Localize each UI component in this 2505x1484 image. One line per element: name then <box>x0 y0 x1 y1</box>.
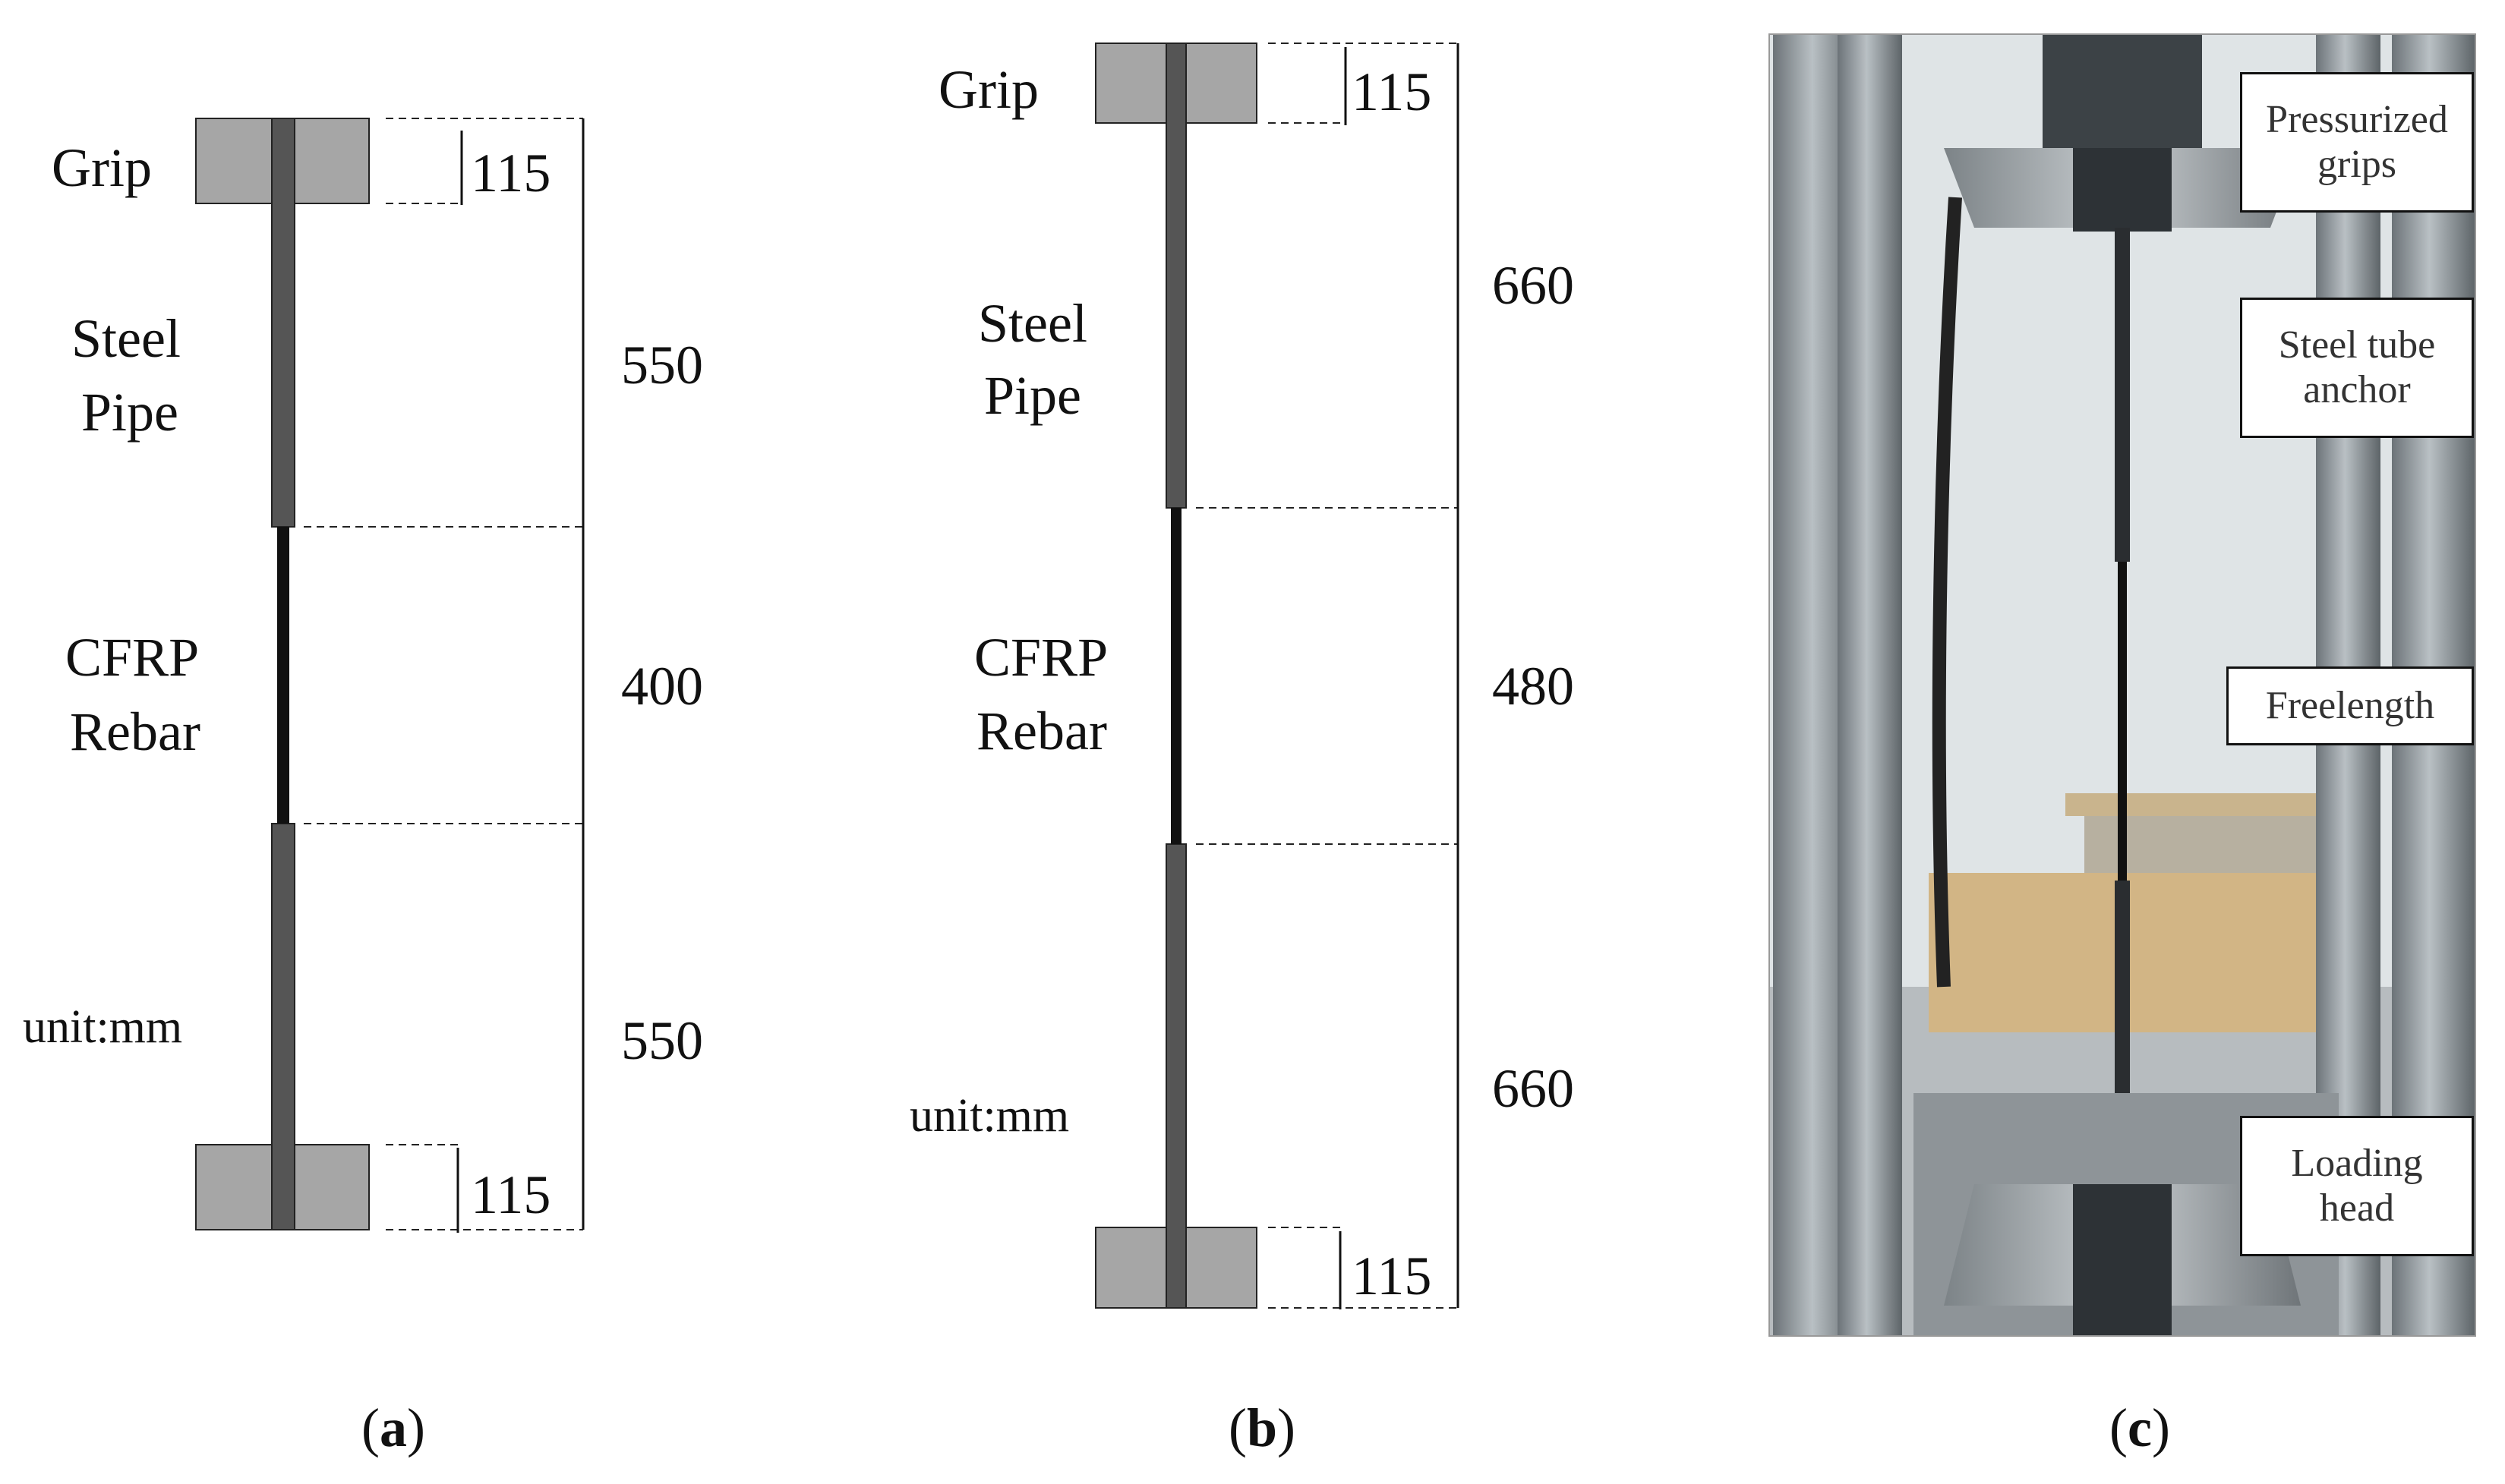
callout-pressurized-line2: grips <box>2317 142 2396 186</box>
callout-loading-line2: head <box>2319 1186 2395 1230</box>
callout-pressurized-line1: Pressurized <box>2266 98 2448 142</box>
photo-upper-wedge <box>2073 148 2172 232</box>
panel-b-dim-top-grip: 115 <box>1352 61 1431 122</box>
panel-a-dim-steel-top: 550 <box>621 335 703 395</box>
panel-a-steel-label-2: Pipe <box>81 382 178 443</box>
panel-b-dim-bottom-grip: 115 <box>1352 1246 1431 1306</box>
panel-b-steel-pipe-bottom <box>1166 843 1187 1309</box>
panel-a-unit-label: unit:mm <box>23 1001 182 1053</box>
panel-b-grip-label: Grip <box>939 59 1039 120</box>
panel-b-cfrp-rebar <box>1171 508 1182 844</box>
photo-border <box>1768 33 2476 1337</box>
panel-a-cfrp-label-2: Rebar <box>70 701 200 762</box>
panel-a-dim-top-grip: 115 <box>471 143 551 203</box>
panel-b-cfrp-label-1: CFRP <box>974 627 1108 688</box>
photo-upper-crosshead <box>2043 34 2202 148</box>
photo-lower-wedge <box>2073 1184 2172 1336</box>
panel-b-steel-label-1: Steel <box>978 293 1087 354</box>
panel-b-steel-pipe-top <box>1166 43 1187 509</box>
panel-b-dim-steel-top: 660 <box>1492 255 1574 316</box>
callout-freelength-text: Freelength <box>2265 683 2435 727</box>
photo-specimen-cfrp <box>2118 562 2127 881</box>
panel-a-steel-pipe-top <box>271 118 295 528</box>
photo-column-left-inner <box>1838 34 1902 1336</box>
panel-a-cfrp-rebar <box>277 527 289 824</box>
callout-loading-line1: Loading <box>2291 1142 2423 1186</box>
callout-anchor-line1: Steel tube <box>2278 323 2436 367</box>
panel-a-dim-cfrp: 400 <box>621 656 703 717</box>
photo-bench <box>2065 793 2346 816</box>
panel-a-cfrp-label-1: CFRP <box>65 627 199 688</box>
photo-wood-pallet <box>1929 873 2339 1032</box>
panel-b-cfrp-label-2: Rebar <box>976 701 1107 761</box>
panel-b-dim-steel-bottom: 660 <box>1492 1058 1574 1119</box>
photo-specimen-steel-top <box>2115 228 2130 562</box>
panel-b-steel-label-2: Pipe <box>984 365 1081 426</box>
panel-a-diagram: Grip Steel Pipe CFRP Rebar unit:mm 115 5… <box>23 118 703 1458</box>
panel-a-steel-label-1: Steel <box>71 308 181 369</box>
photo-hose <box>1932 197 1962 988</box>
panel-b-diagram: Grip Steel Pipe CFRP Rebar unit:mm 115 6… <box>910 43 1574 1458</box>
callout-freelength: Freelength <box>2226 666 2474 745</box>
panel-a-dim-steel-bottom: 550 <box>621 1010 703 1071</box>
panel-a-grip-label: Grip <box>52 137 152 198</box>
panel-b-unit-label: unit:mm <box>910 1090 1069 1142</box>
panel-b-dim-cfrp: 480 <box>1492 656 1574 717</box>
panel-a-caption: (a) <box>361 1397 425 1458</box>
panel-c-caption: (c) <box>2109 1397 2170 1458</box>
panel-a-steel-pipe-bottom <box>271 823 295 1230</box>
panel-a-dim-bottom-grip: 115 <box>471 1164 551 1225</box>
callout-anchor-line2: anchor <box>2303 367 2411 411</box>
panel-b-caption: (b) <box>1229 1397 1295 1458</box>
